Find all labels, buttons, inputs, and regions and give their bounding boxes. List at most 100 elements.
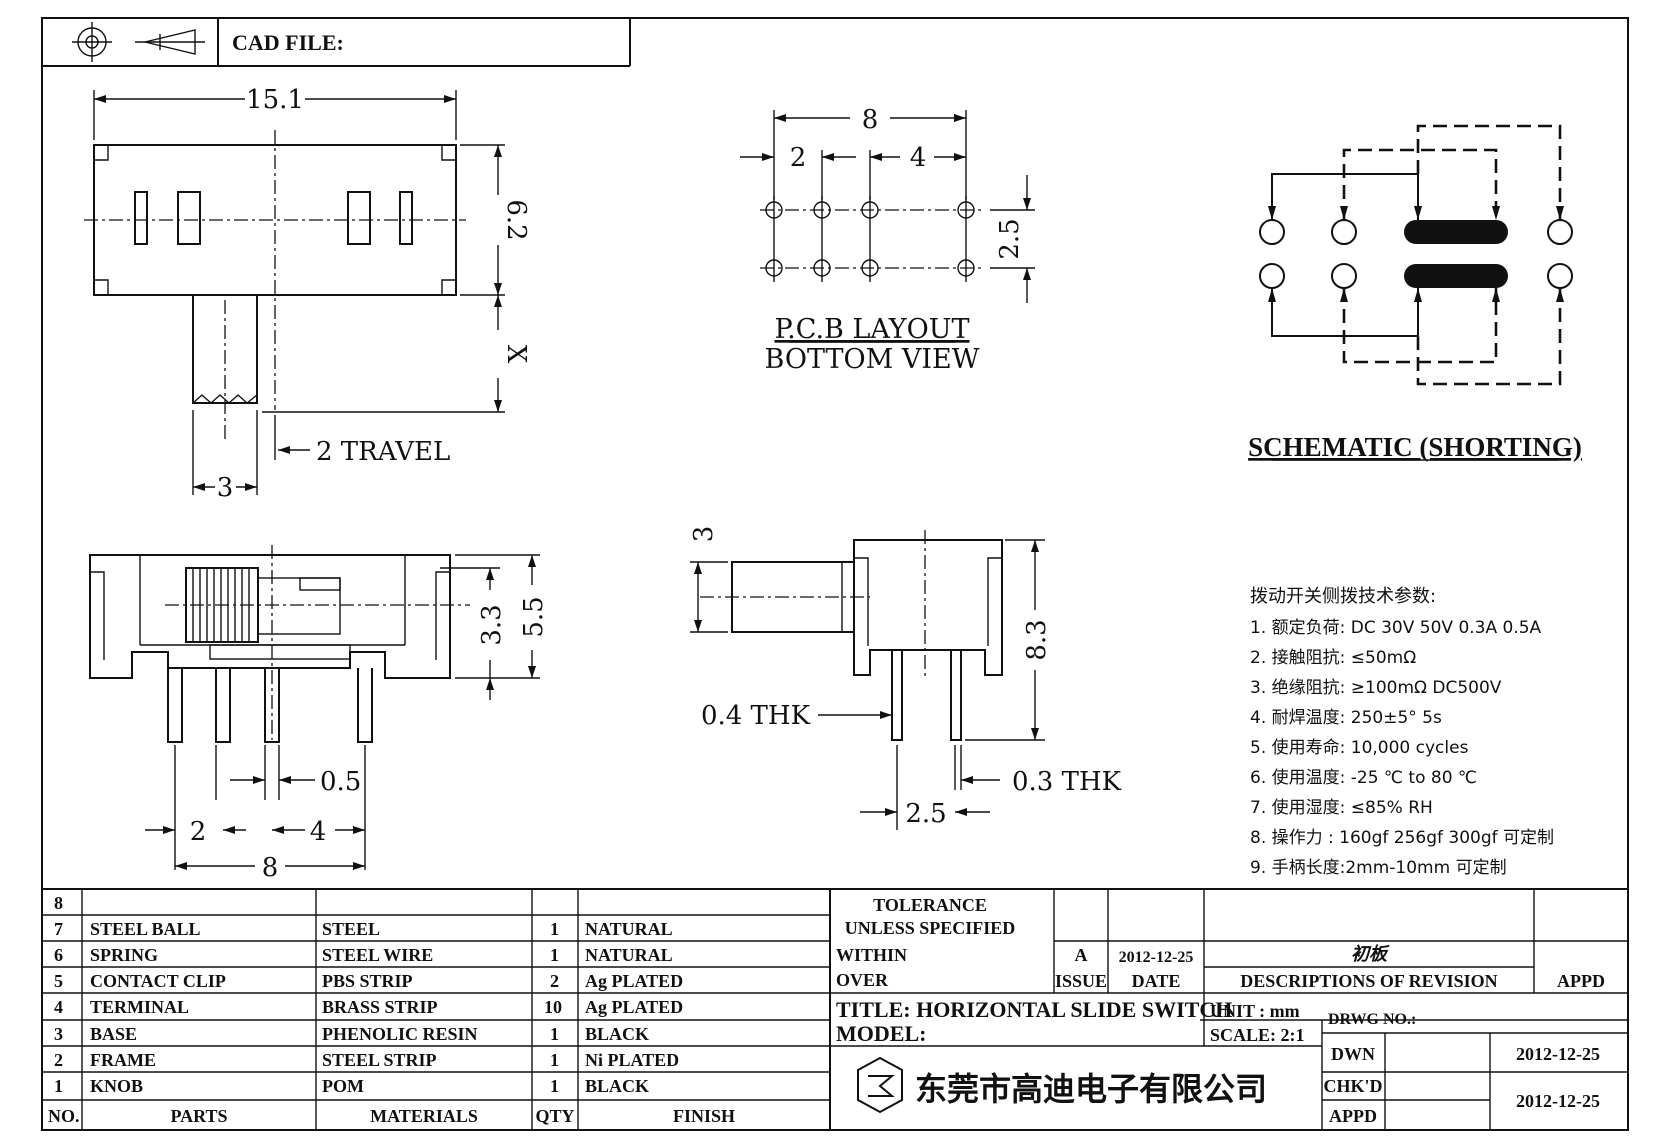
chkd-label: CHK'D	[1323, 1076, 1382, 1096]
bom-material: STEEL	[322, 919, 380, 939]
bom-table: 8 7 STEEL BALL STEEL 1 NATURAL 6 SPRING …	[42, 888, 1628, 1130]
front-height-total: 5.5	[519, 596, 549, 637]
front-view: 5.5 3.3 0.5 2 4 8	[89, 545, 549, 883]
bom-material: PBS STRIP	[322, 971, 413, 991]
pcb-row-dimension: 2.5	[995, 218, 1025, 259]
bom-part: TERMINAL	[90, 997, 189, 1017]
knob-width-dimension: 3	[217, 473, 234, 503]
pcb-total-dimension: 8	[862, 105, 879, 135]
drwg-no-label: DRWG NO.:	[1328, 1011, 1416, 1028]
cad-file-label: CAD FILE:	[232, 30, 344, 55]
spec-item: 8. 操作力 : 160gf 256gf 300gf 可定制	[1250, 828, 1554, 848]
bom-finish: Ag PLATED	[585, 971, 683, 991]
bom-material: POM	[322, 1076, 364, 1096]
header-finish: FINISH	[673, 1106, 735, 1126]
over-label: OVER	[836, 970, 889, 990]
bom-material: PHENOLIC RESIN	[322, 1024, 478, 1044]
spec-item: 4. 耐焊温度: 250±5° 5s	[1250, 708, 1442, 728]
bom-material: STEEL WIRE	[322, 945, 433, 965]
pcb-layout: 8 2 4 2.5 P.C.B LAYOUT BOTTOM VIEW	[740, 105, 1035, 375]
front-total: 8	[262, 853, 279, 883]
descriptions-label: DESCRIPTIONS OF REVISION	[1240, 971, 1497, 991]
appd-label: APPD	[1557, 971, 1605, 991]
issue-value: A	[1075, 945, 1088, 965]
travel-dimension: 2 TRAVEL	[316, 437, 450, 467]
tolerance-label: TOLERANCE	[873, 895, 987, 915]
front-pin-width: 0.5	[320, 767, 361, 797]
pcb-pitch-b: 4	[910, 143, 927, 173]
spec-item: 5. 使用寿命: 10,000 cycles	[1250, 737, 1469, 758]
top-view: 15.1 6.2 X 2 TRAVEL 3	[84, 85, 531, 503]
spec-item: 2. 接触阻抗: ≤50mΩ	[1250, 648, 1416, 668]
bom-finish: Ag PLATED	[585, 997, 683, 1017]
bom-qty: 1	[550, 1050, 559, 1070]
bom-finish: NATURAL	[585, 919, 673, 939]
side-view: 3 8.3 0.4 THK 0.3 THK 2.5	[689, 526, 1122, 830]
pcb-subtitle: BOTTOM VIEW	[765, 344, 980, 375]
bom-part: SPRING	[90, 945, 158, 965]
spec-item: 6. 使用温度: -25 ℃ to 80 ℃	[1250, 767, 1477, 788]
bom-qty: 1	[550, 945, 559, 965]
bom-finish: BLACK	[585, 1024, 649, 1044]
side-knob-dimension: 3	[689, 526, 719, 543]
company-logo-icon	[857, 1056, 903, 1114]
bom-material: BRASS STRIP	[322, 997, 438, 1017]
bom-no: 7	[54, 919, 63, 939]
projection-symbol-icon	[72, 22, 205, 62]
header-no: NO.	[48, 1106, 80, 1126]
model-label: MODEL:	[836, 1021, 926, 1046]
side-clip-thickness: 0.3 THK	[1012, 767, 1122, 797]
within-label: WITHIN	[836, 945, 907, 965]
bom-finish: Ni PLATED	[585, 1050, 679, 1070]
title-block: TOLERANCE UNLESS SPECIFIED WITHIN OVER A…	[830, 889, 1628, 1130]
bom-no: 8	[54, 893, 63, 913]
spec-item: 7. 使用湿度: ≤85% RH	[1250, 797, 1433, 818]
drawing-title: TITLE: HORIZONTAL SLIDE SWITCH	[836, 997, 1232, 1022]
date-value: 2012-12-25	[1119, 949, 1194, 966]
appd2-label: APPD	[1329, 1106, 1377, 1126]
bom-finish: NATURAL	[585, 945, 673, 965]
spec-item: 3. 绝缘阻抗: ≥100mΩ DC500V	[1250, 678, 1502, 698]
bom-qty: 1	[550, 1024, 559, 1044]
bom-no: 1	[54, 1076, 63, 1096]
pcb-title: P.C.B LAYOUT	[774, 314, 969, 345]
bom-part: KNOB	[90, 1076, 143, 1096]
revision-desc: 初板	[1351, 944, 1390, 965]
bom-qty: 10	[544, 997, 562, 1017]
dwn-date: 2012-12-25	[1516, 1044, 1600, 1064]
spec-item: 9. 手柄长度:2mm-10mm 可定制	[1250, 858, 1507, 878]
front-pitch-a: 2	[190, 817, 207, 847]
header-qty: QTY	[535, 1106, 574, 1126]
bom-finish: BLACK	[585, 1076, 649, 1096]
side-pin-thickness: 0.4 THK	[701, 701, 811, 731]
pcb-pitch-a: 2	[790, 143, 807, 173]
bom-no: 6	[54, 945, 63, 965]
bom-part: BASE	[90, 1024, 137, 1044]
width-dimension: 15.1	[246, 85, 304, 115]
header-parts: PARTS	[170, 1106, 227, 1126]
header-materials: MATERIALS	[370, 1106, 478, 1126]
bom-no: 2	[54, 1050, 63, 1070]
unless-label: UNLESS SPECIFIED	[845, 918, 1016, 938]
schematic-title: SCHEMATIC (SHORTING)	[1248, 432, 1582, 462]
specs-title: 拨动开关侧拨技术参数:	[1250, 586, 1436, 607]
unit-label: UNIT : mm	[1210, 1001, 1300, 1021]
front-height-body: 3.3	[477, 604, 507, 645]
dwn-label: DWN	[1331, 1044, 1375, 1064]
schematic: SCHEMATIC (SHORTING)	[1248, 124, 1582, 462]
bom-material: STEEL STRIP	[322, 1050, 437, 1070]
x-dimension: X	[501, 345, 531, 364]
bom-qty: 2	[550, 971, 559, 991]
front-pitch-b: 4	[310, 817, 327, 847]
chkd-date: 2012-12-25	[1516, 1091, 1600, 1111]
bom-no: 5	[54, 971, 63, 991]
scale-label: SCALE: 2:1	[1210, 1025, 1305, 1045]
issue-label: ISSUE	[1055, 971, 1107, 991]
bom-qty: 1	[550, 919, 559, 939]
bom-part: FRAME	[90, 1050, 156, 1070]
bom-part: STEEL BALL	[90, 919, 201, 939]
spec-item: 1. 额定负荷: DC 30V 50V 0.3A 0.5A	[1250, 618, 1542, 638]
bom-no: 4	[54, 997, 63, 1017]
sheet-border	[41, 17, 1629, 1131]
side-pitch-dimension: 2.5	[905, 799, 946, 829]
